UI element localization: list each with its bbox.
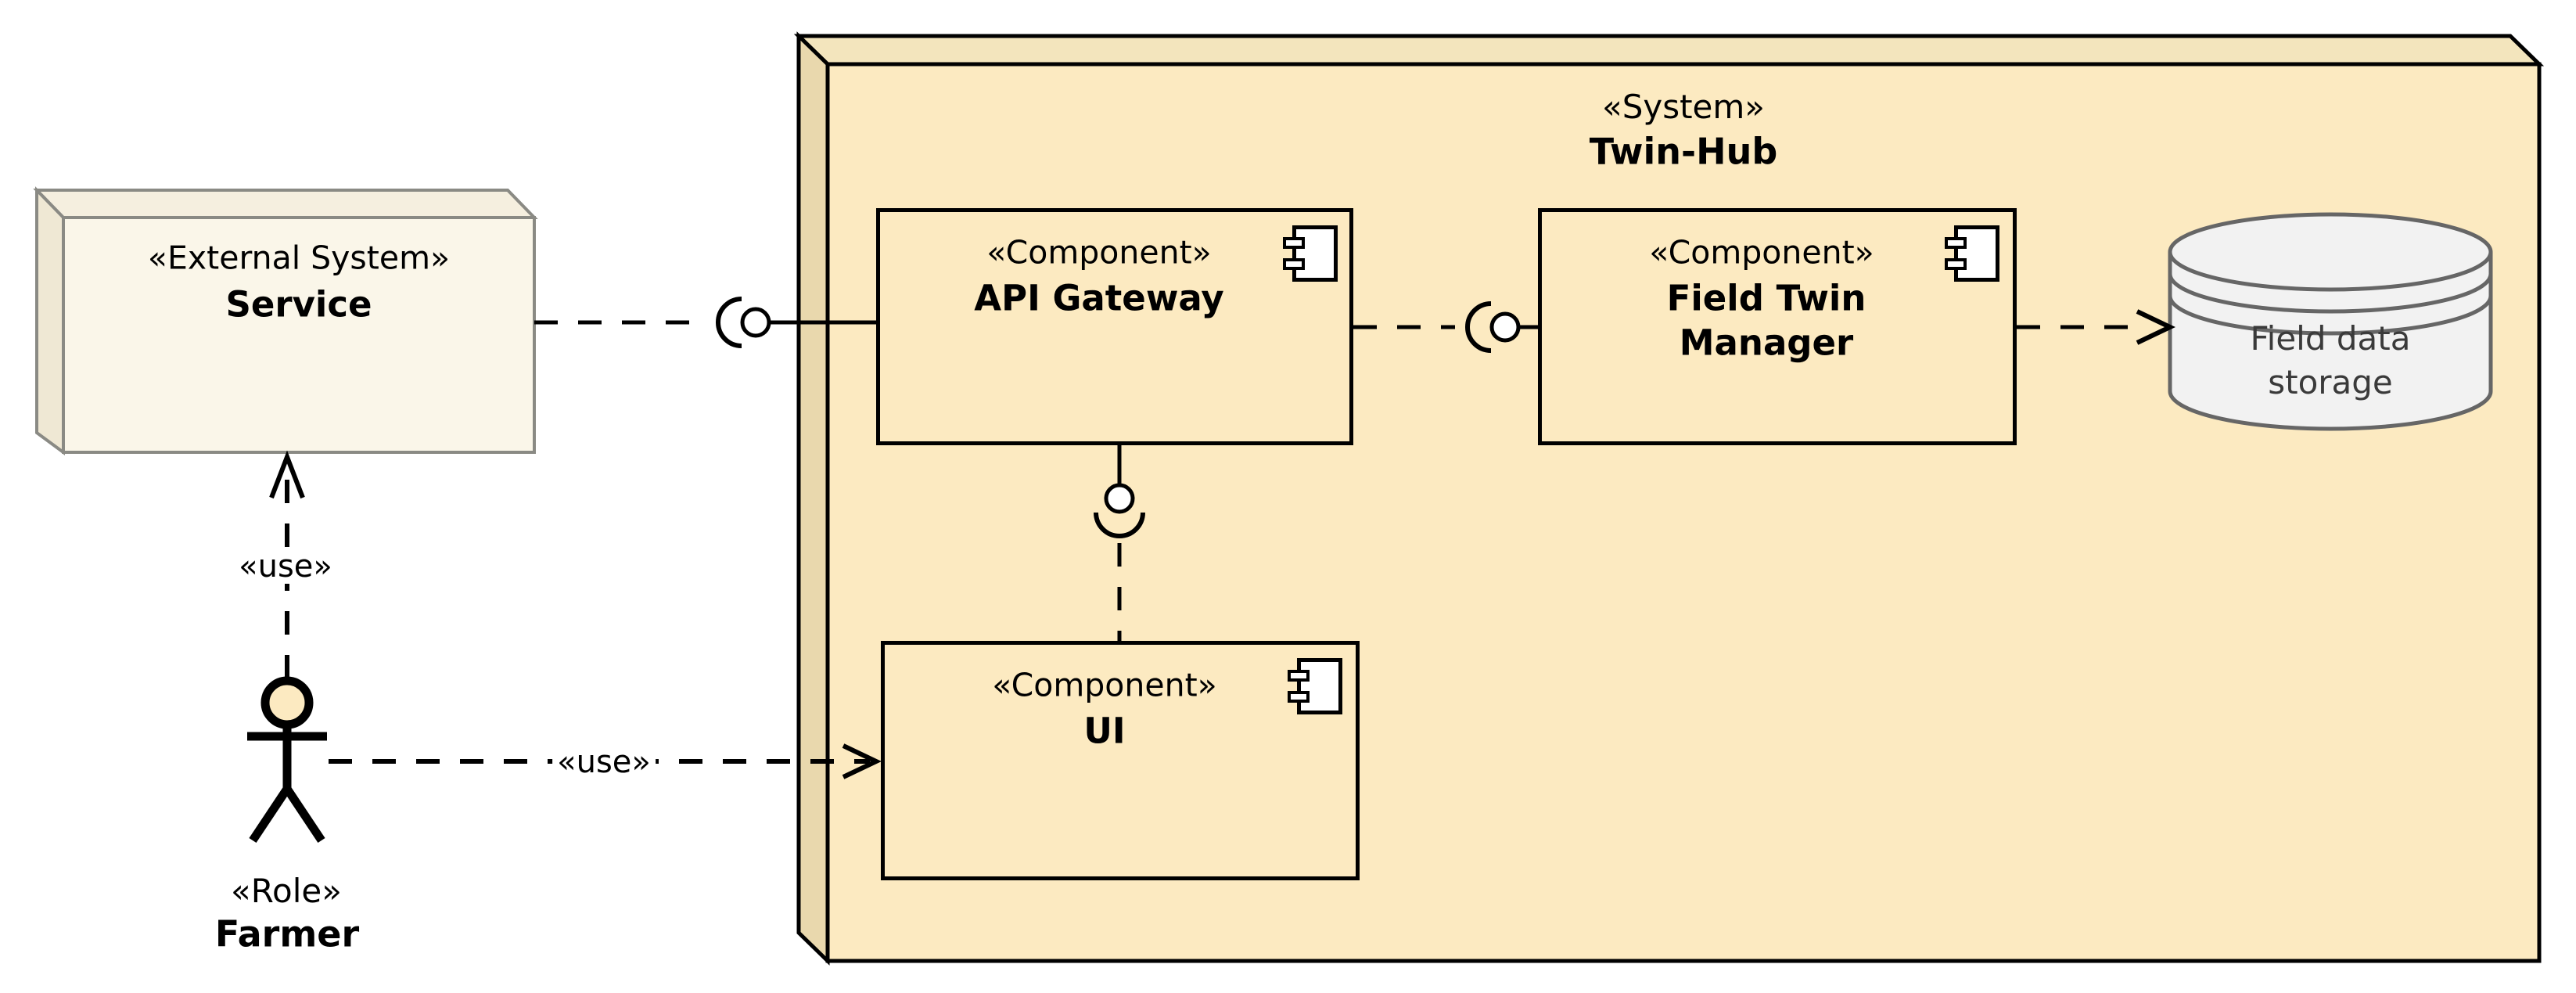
component-icon-body bbox=[1292, 225, 1338, 282]
external-node-front-face bbox=[62, 216, 536, 454]
storage-cylinder bbox=[2168, 212, 2493, 431]
external-node-name: Service bbox=[225, 283, 372, 326]
edge-service-to-api-gateway bbox=[534, 297, 876, 348]
required-interface-socket bbox=[716, 297, 742, 348]
system-node-name: Twin-Hub bbox=[1589, 130, 1778, 173]
arrowhead-up bbox=[269, 450, 305, 499]
edge-api-gateway-to-field-twin-manager bbox=[1353, 301, 1538, 353]
required-interface-socket bbox=[1094, 512, 1145, 538]
arrowhead-right bbox=[842, 743, 882, 779]
storage-cylinder-ring-2 bbox=[2168, 295, 2493, 336]
component-icon-tab bbox=[1945, 258, 1967, 270]
storage-cylinder-top bbox=[2168, 212, 2493, 292]
component-icon-tab bbox=[1283, 258, 1305, 270]
edge-field-twin-manager-to-storage bbox=[2017, 309, 2175, 345]
component-field-twin-manager bbox=[1538, 208, 2017, 445]
component-icon-body bbox=[1297, 658, 1342, 714]
component-field-twin-manager-name-line-1: Field Twin bbox=[1666, 277, 1866, 319]
storage-cylinder-ring-1 bbox=[2168, 273, 2493, 314]
arrowhead-right bbox=[2136, 309, 2175, 345]
component-icon-tab bbox=[1288, 670, 1310, 682]
system-node-top-face bbox=[793, 34, 2545, 67]
actor-head bbox=[260, 676, 314, 729]
component-ui-name: UI bbox=[1083, 710, 1126, 752]
storage-name-line-1: Field data bbox=[2250, 318, 2411, 358]
component-field-twin-manager-stereotype: «Component» bbox=[1649, 233, 1874, 272]
storage-name-line-2: storage bbox=[2268, 362, 2393, 401]
external-node-top-face bbox=[33, 189, 538, 219]
component-icon-tab bbox=[1283, 237, 1305, 249]
component-icon-body bbox=[1954, 225, 1999, 282]
external-node-side-face bbox=[35, 186, 65, 455]
storage-cylinder-body bbox=[2168, 252, 2493, 431]
component-ui-stereotype: «Component» bbox=[992, 666, 1217, 704]
actor-farmer-figure bbox=[247, 676, 327, 844]
edge-label-use-service: «use» bbox=[234, 549, 337, 584]
system-node-stereotype: «System» bbox=[1601, 87, 1766, 126]
external-system-node-shell bbox=[33, 186, 538, 455]
component-field-twin-manager-name-line-2: Manager bbox=[1679, 322, 1854, 364]
component-ui bbox=[881, 641, 1360, 880]
external-node-stereotype: «External System» bbox=[147, 239, 451, 277]
actor-leg-right bbox=[283, 786, 325, 844]
provided-interface-ball bbox=[740, 307, 771, 338]
edge-api-gateway-to-ui bbox=[1094, 445, 1145, 641]
provided-interface-ball bbox=[1104, 483, 1135, 514]
component-icon-tab bbox=[1288, 691, 1310, 703]
required-interface-socket bbox=[1465, 301, 1492, 353]
actor-farmer-stereotype: «Role» bbox=[231, 871, 342, 910]
actor-farmer-name: Farmer bbox=[214, 912, 360, 955]
component-icon-tab bbox=[1945, 237, 1967, 249]
component-api-gateway-stereotype: «Component» bbox=[986, 233, 1212, 272]
provided-interface-ball bbox=[1489, 311, 1521, 343]
system-node-side-face bbox=[796, 31, 830, 966]
edge-label-use-ui: «use» bbox=[552, 745, 656, 779]
actor-leg-left bbox=[249, 786, 291, 844]
component-api-gateway bbox=[876, 208, 1353, 445]
component-api-gateway-name: API Gateway bbox=[974, 277, 1224, 319]
